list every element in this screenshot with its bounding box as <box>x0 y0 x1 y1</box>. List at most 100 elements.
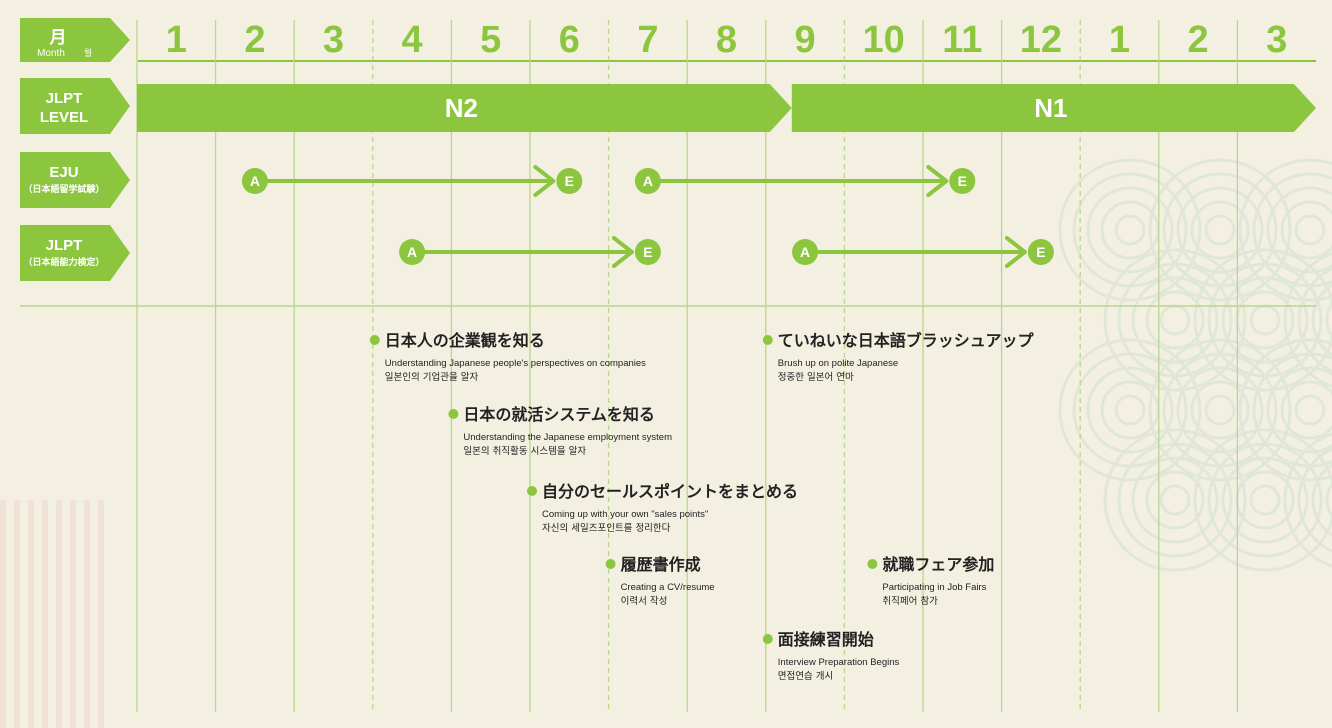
month-number: 5 <box>480 19 501 61</box>
stripe <box>98 500 104 728</box>
stripe <box>14 500 20 728</box>
wave-arc <box>1283 252 1332 388</box>
wave-arc <box>1252 172 1332 288</box>
activity-title-kr: 정중한 일본어 연마 <box>778 372 854 383</box>
arrow-end-badge <box>949 168 976 194</box>
wave-arc <box>1072 352 1188 468</box>
wave-arc <box>1207 262 1323 378</box>
activity-title-en: Coming up with your own "sales points" <box>542 509 708 520</box>
wave-arc <box>1176 186 1264 274</box>
activity-dot <box>448 409 459 419</box>
arrow-end-badge <box>556 168 583 194</box>
arrow-head <box>926 165 949 197</box>
level-band-label: N2 <box>445 93 478 123</box>
wave-arc <box>1311 283 1332 357</box>
month-grid <box>136 20 1239 712</box>
activity-title-jp: 面接練習開始 <box>778 630 874 649</box>
arrow-end-badge-label: E <box>643 244 652 260</box>
activity-title-kr: 일본의 취직활동 시스템을 알자 <box>463 445 586 457</box>
wave-arc <box>1058 338 1202 482</box>
activity-title-jp: 日本の就活システムを知る <box>463 405 655 424</box>
month-number: 1 <box>1109 19 1130 61</box>
wave-arc <box>1266 186 1332 274</box>
month-header-tag: 月 Month 월 <box>20 18 130 62</box>
activities: 日本人の企業観を知る Understanding Japanese people'… <box>369 331 1035 682</box>
month-number: 4 <box>402 19 423 61</box>
activity-title-en: Brush up on polite Japanese <box>778 358 898 369</box>
arrow-head <box>1004 236 1027 268</box>
wave-arc <box>1159 304 1191 336</box>
month-number: 9 <box>795 19 816 61</box>
wave-arc <box>1190 200 1250 260</box>
activity-title-kr: 자신의 세일즈포인트를 정리한다 <box>542 523 671 534</box>
jlpt-level-label-line1: JLPT <box>46 90 83 107</box>
month-number: 12 <box>1020 19 1062 61</box>
wave-arc <box>1249 304 1281 336</box>
arrow-head <box>533 165 556 197</box>
wave-arc <box>1283 432 1332 568</box>
activity-dot <box>867 559 878 569</box>
jlpt-level-bands: N2 N1 <box>137 84 1316 132</box>
wave-arc <box>1266 366 1332 454</box>
arrow-start-badge <box>792 239 819 265</box>
arrow-end-badge <box>634 239 661 265</box>
wave-arc <box>1221 276 1309 364</box>
arrow-start-badge-label: A <box>800 244 810 260</box>
wave-arc <box>1103 428 1247 572</box>
activity-title-en: Interview Preparation Begins <box>778 657 900 668</box>
jlpt-exam-row-tag: JLPT （日本語能力検定） <box>20 225 130 281</box>
wave-arc <box>1294 214 1326 246</box>
wave-arc <box>1204 214 1236 246</box>
wave-arc <box>1221 456 1309 544</box>
wave-arc <box>1325 481 1332 519</box>
activity-dot <box>762 634 773 644</box>
wave-arc <box>1114 394 1146 426</box>
month-number: 8 <box>716 19 737 61</box>
wave-arc <box>1176 366 1264 454</box>
arrow-head <box>611 236 634 268</box>
activity-title-jp: 自分のセールスポイントをまとめる <box>542 482 798 501</box>
wave-arc <box>1148 338 1292 482</box>
activity-title-en: Understanding Japanese people's perspect… <box>385 358 646 369</box>
activity-title-jp: 履歴書作成 <box>621 555 701 574</box>
activity-title-kr: 취직페어 참가 <box>882 596 938 607</box>
eju-label-line1: EJU <box>49 164 78 181</box>
arrow-start-badge <box>634 168 661 194</box>
level-band-label: N1 <box>1034 93 1067 123</box>
month-number: 6 <box>559 19 580 61</box>
wave-arc <box>1280 380 1332 440</box>
wave-arc <box>1311 463 1332 537</box>
wave-arc <box>1114 214 1146 246</box>
wave-arc <box>1204 394 1236 426</box>
wave-arc <box>1325 301 1332 339</box>
activity-title-en: Participating in Job Fairs <box>882 582 986 593</box>
arrow-start-badge-label: A <box>407 244 417 260</box>
jlpt-level-row-tag: JLPT LEVEL <box>20 78 130 134</box>
activity-title-jp: 日本人の企業観を知る <box>385 331 545 350</box>
arrow-start-badge-label: A <box>250 173 260 189</box>
level-band <box>137 84 792 132</box>
arrow-start-badge <box>241 168 268 194</box>
wave-arc <box>1086 366 1174 454</box>
arrow-end-badge <box>1027 239 1054 265</box>
jlpt-exam-label-line2: （日本語能力検定） <box>23 256 104 268</box>
activity-dot <box>369 335 380 345</box>
month-number: 2 <box>244 19 265 61</box>
wave-arc <box>1159 484 1191 516</box>
activity-title-en: Creating a CV/resume <box>621 582 715 593</box>
arrow-end-badge-label: E <box>565 173 574 189</box>
level-band <box>791 84 1316 132</box>
arrow-start-badge <box>399 239 426 265</box>
wave-arc <box>1117 262 1233 378</box>
wave-pattern-decoration <box>1058 158 1332 572</box>
month-number: 3 <box>323 19 344 61</box>
stripe <box>42 500 48 728</box>
activity-dot <box>527 486 537 496</box>
wave-arc <box>1145 290 1205 350</box>
activity-title-jp: ていねいな日本語ブラッシュアップ <box>778 331 1035 350</box>
month-number: 7 <box>637 19 658 61</box>
wave-arc <box>1238 338 1332 482</box>
wave-arc <box>1207 442 1323 558</box>
